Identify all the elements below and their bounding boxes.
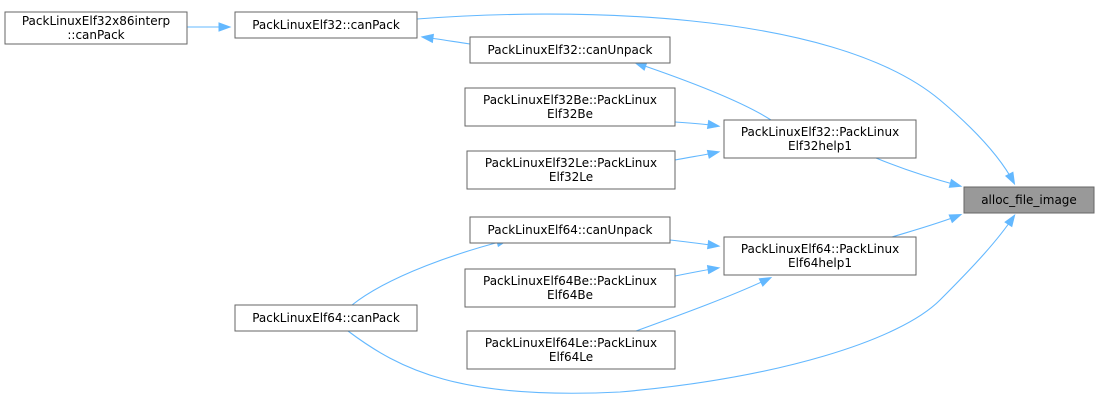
graph-nodes: alloc_file_imagePackLinuxElf32::canPackP… <box>4 11 1095 370</box>
arrowhead-icon <box>948 178 963 188</box>
node-box <box>464 268 676 308</box>
edge-elf32be-ctor-to-elf32-help1 <box>674 119 721 130</box>
node-label: PackLinuxElf32Be::PackLinux <box>483 93 657 107</box>
node-label: PackLinuxElf32::canPack <box>252 18 400 32</box>
edge-line <box>635 277 771 332</box>
node-label: PackLinuxElf64Le::PackLinux <box>485 336 657 350</box>
node-box <box>963 186 1095 214</box>
node-label: Elf64Be <box>547 288 593 302</box>
node-box <box>469 216 671 244</box>
node-alloc-file-image: alloc_file_image <box>963 186 1095 214</box>
node-elf32-canpack[interactable]: PackLinuxElf32::canPack <box>234 11 418 39</box>
node-box <box>466 150 676 190</box>
node-elf32be-ctor[interactable]: PackLinuxElf32Be::PackLinuxElf32Be <box>464 87 676 127</box>
edge-elf32x86interp-canpack-to-elf32-canpack <box>187 22 232 32</box>
edge-line <box>891 214 961 238</box>
edge-line <box>416 13 1015 184</box>
node-label: PackLinuxElf32x86interp <box>22 14 170 28</box>
node-elf64-canunpack[interactable]: PackLinuxElf64::canUnpack <box>469 216 671 244</box>
node-box <box>234 304 418 332</box>
node-label: PackLinuxElf64::canUnpack <box>488 223 653 237</box>
node-box <box>723 119 917 159</box>
arrowhead-icon <box>707 239 721 250</box>
node-label: PackLinuxElf32::canUnpack <box>488 43 653 57</box>
edge-elf32-canunpack-to-elf32-canpack <box>420 33 471 45</box>
arrowhead-icon <box>1004 171 1016 186</box>
arrowhead-icon <box>948 214 963 224</box>
arrowhead-icon <box>218 22 232 32</box>
node-box <box>4 11 188 45</box>
node-label: PackLinuxElf32Le::PackLinux <box>485 156 657 170</box>
node-label: PackLinuxElf64::canPack <box>252 311 400 325</box>
node-box <box>234 11 418 39</box>
node-box <box>723 236 917 276</box>
edge-elf32-canpack-to-alloc-file-image <box>416 13 1016 186</box>
node-box <box>469 36 671 64</box>
edge-elf64be-ctor-to-elf64-help1 <box>674 264 721 277</box>
edge-elf64-canunpack-to-elf64-help1 <box>669 239 721 250</box>
node-box <box>466 330 676 370</box>
arrowhead-icon <box>706 119 721 130</box>
node-elf64le-ctor[interactable]: PackLinuxElf64Le::PackLinuxElf64Le <box>466 330 676 370</box>
edge-line <box>351 239 508 306</box>
node-label: Elf32Le <box>549 170 593 184</box>
arrowhead-icon <box>1004 213 1016 228</box>
arrowhead-icon <box>758 276 773 287</box>
node-label: Elf32help1 <box>788 139 852 153</box>
node-label: PackLinuxElf64::PackLinux <box>741 242 899 256</box>
edge-elf64-help1-to-alloc-file-image <box>891 214 963 238</box>
node-elf64be-ctor[interactable]: PackLinuxElf64Be::PackLinuxElf64Be <box>464 268 676 308</box>
node-label: PackLinuxElf32::PackLinux <box>741 125 899 139</box>
edge-elf64le-ctor-to-elf64-help1 <box>635 276 773 332</box>
node-elf32x86interp-canpack[interactable]: PackLinuxElf32x86interp::canPack <box>4 11 188 45</box>
edge-elf32-help1-to-alloc-file-image <box>875 157 963 188</box>
node-elf32-canunpack[interactable]: PackLinuxElf32::canUnpack <box>469 36 671 64</box>
arrowhead-icon <box>420 33 434 44</box>
edge-line <box>875 157 961 187</box>
edge-elf32le-ctor-to-elf32-help1 <box>674 149 721 161</box>
node-label: Elf64help1 <box>788 256 852 270</box>
node-box <box>464 87 676 127</box>
edge-elf64-canpack-to-alloc-file-image <box>347 213 1016 394</box>
node-label: Elf64Le <box>549 350 593 364</box>
edge-line <box>347 215 1015 394</box>
arrowhead-icon <box>706 264 721 275</box>
node-label: ::canPack <box>67 28 124 42</box>
node-elf64-canpack[interactable]: PackLinuxElf64::canPack <box>234 304 418 332</box>
edge-line <box>635 62 772 121</box>
arrowhead-icon <box>633 61 648 71</box>
node-label: PackLinuxElf64Be::PackLinux <box>483 274 657 288</box>
node-elf32le-ctor[interactable]: PackLinuxElf32Le::PackLinuxElf32Le <box>466 150 676 190</box>
node-label: Elf32Be <box>547 107 593 121</box>
edge-elf32-help1-to-elf32-canunpack <box>633 61 772 121</box>
node-label: alloc_file_image <box>981 193 1077 207</box>
arrowhead-icon <box>706 149 721 159</box>
